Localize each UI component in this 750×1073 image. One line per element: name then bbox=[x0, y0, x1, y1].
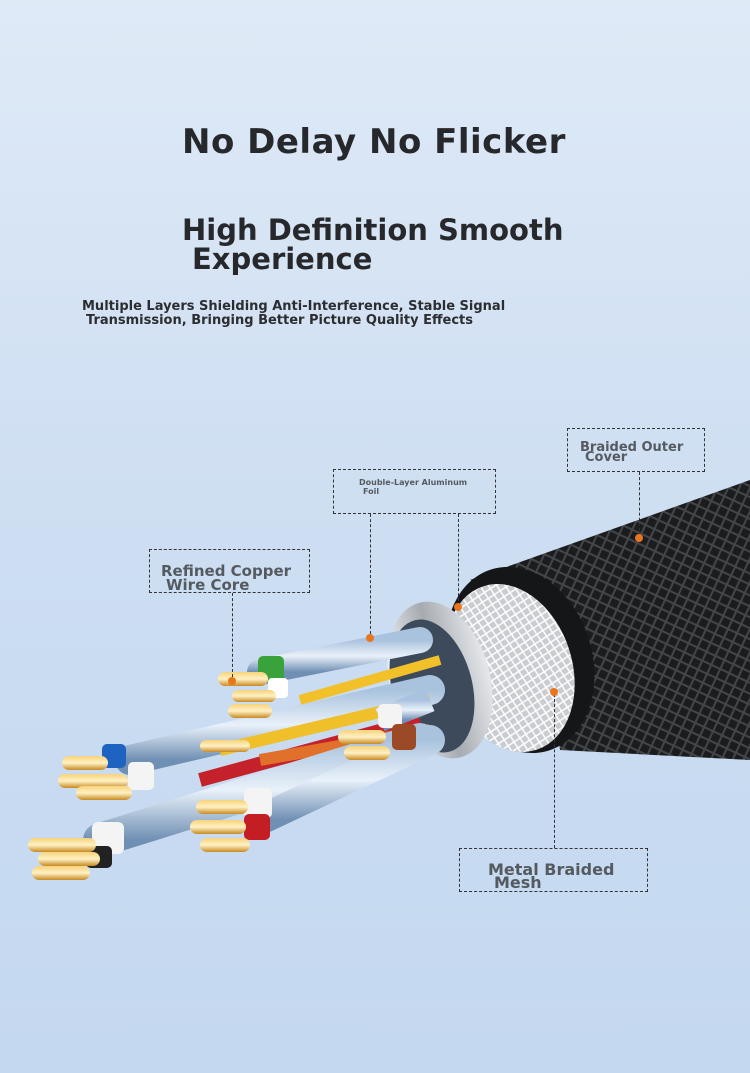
headline-line-1: No Delay No Flicker bbox=[182, 122, 566, 162]
callout-copper-wire-core: Refined Copper Wire Core bbox=[149, 549, 310, 593]
leader-line-mesh bbox=[554, 694, 555, 848]
leader-line-foil-right bbox=[458, 514, 459, 606]
callout-label-line-1: Refined Copper bbox=[161, 562, 292, 580]
callout-label-line-1: Braided Outer bbox=[580, 440, 684, 455]
leader-line-braided bbox=[639, 472, 640, 536]
callout-label-line-1: Metal Braided bbox=[488, 860, 615, 879]
callout-label-line-2: Cover bbox=[585, 450, 628, 465]
callout-braided-outer-cover: Braided Outer Cover bbox=[567, 428, 705, 472]
callout-label-line-2: Foil bbox=[363, 487, 380, 496]
callout-metal-braided-mesh: Metal Braided Mesh bbox=[459, 848, 648, 892]
marker-dot-foil bbox=[454, 603, 462, 611]
marker-dot-copper bbox=[228, 677, 236, 685]
headline-line-3: Experience bbox=[192, 242, 373, 276]
subtitle-line-1: Multiple Layers Shielding Anti-Interfere… bbox=[82, 299, 506, 314]
leader-line-foil-left bbox=[370, 514, 371, 634]
callout-aluminum-foil: Double-Layer Aluminum Foil bbox=[333, 469, 496, 514]
marker-dot-foil-wire bbox=[366, 634, 374, 642]
subtitle-line-2: Transmission, Bringing Better Picture Qu… bbox=[86, 313, 473, 328]
marker-dot-mesh bbox=[550, 688, 558, 696]
leader-line-copper bbox=[232, 593, 233, 677]
callout-label-line-1: Double-Layer Aluminum bbox=[359, 478, 468, 487]
callout-label-line-2: Wire Core bbox=[166, 576, 250, 594]
callout-label-line-2: Mesh bbox=[494, 873, 542, 892]
wire-sleeves bbox=[86, 656, 416, 868]
copper-wire-cores bbox=[28, 672, 390, 880]
headline-line-2: High Definition Smooth bbox=[182, 213, 564, 247]
marker-dot-braided bbox=[635, 534, 643, 542]
